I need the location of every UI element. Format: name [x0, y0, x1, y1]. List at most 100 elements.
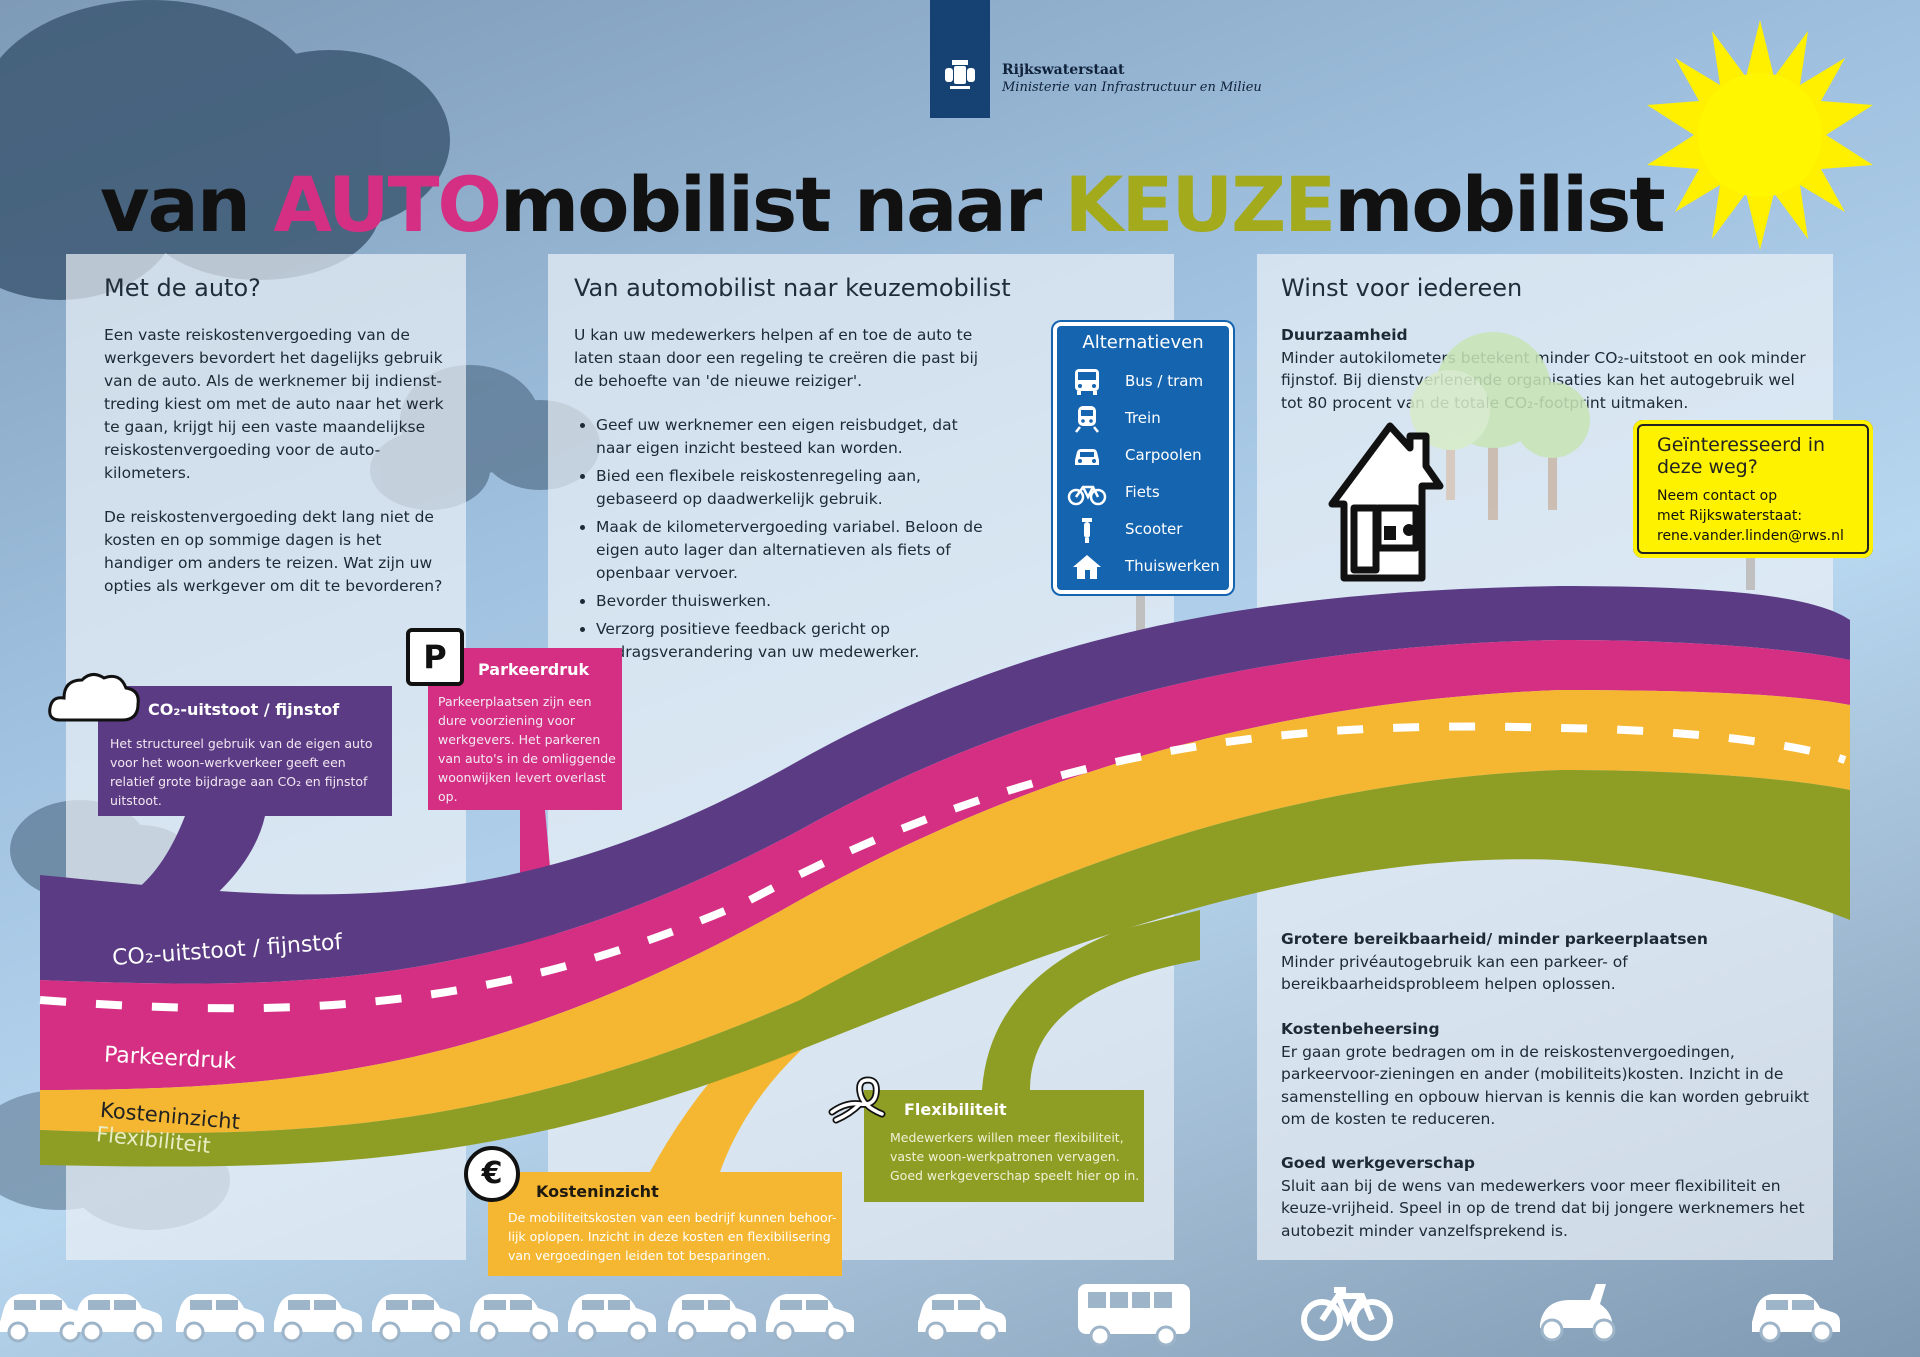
bullet-item: Maak de kilometervergoeding variabel. Be… [596, 516, 984, 585]
callout-flex-title: Flexibiliteit [904, 1100, 1007, 1119]
ribbon-icon [828, 1076, 886, 1124]
sun-icon [1647, 20, 1873, 250]
contact-sign: Geïnteresseerd in deze weg? Neem contact… [1633, 420, 1873, 558]
euro-icon: € [464, 1146, 520, 1202]
callout-flex-text: Medewerkers willen meer flexibiliteit, v… [890, 1130, 1140, 1183]
sign-item-thuiswerken: Thuiswerken [1067, 551, 1227, 583]
person-at-computer-icon [1384, 524, 1415, 540]
storm-cloud [0, 0, 450, 300]
alternatives-sign-title: Alternatieven [1082, 332, 1204, 353]
bullet-item: Geef uw werknemer een eigen reisbudget, … [596, 414, 984, 460]
car-icon [0, 1292, 90, 1343]
bicycle-icon [1067, 485, 1107, 506]
bullet-item: Verzorg positieve feedback gericht op ge… [596, 618, 984, 664]
main-title: van AUTOmobilist naar KEUZEmobilist [100, 160, 1666, 249]
title-part-keuze: KEUZE [1064, 160, 1337, 249]
sign-item-label: Fiets [1125, 483, 1160, 501]
car-icon [1750, 1292, 1842, 1343]
car-icon [174, 1292, 266, 1343]
parking-icon: P [406, 628, 464, 686]
callout-kosteninzicht: Kosteninzicht De mobiliteitskosten van e… [488, 1172, 842, 1276]
title-part-mobilist-naar: mobilist naar [500, 160, 1065, 249]
contact-lines: Neem contact op met Rijkswaterstaat: ren… [1657, 486, 1871, 546]
car-icon [566, 1292, 658, 1343]
contact-title: Geïnteresseerd in deze weg? [1657, 434, 1826, 478]
section-text: Sluit aan bij de wens van medewerkers vo… [1281, 1176, 1805, 1240]
car-icon [72, 1292, 164, 1343]
callout-co2-text: Het structureel gebruik van de eigen aut… [110, 736, 373, 808]
contact-email[interactable]: rene.vander.linden@rws.nl [1657, 528, 1844, 544]
sign-item-label: Thuiswerken [1125, 557, 1220, 575]
cloud-icon [48, 673, 140, 722]
section-heading: Grotere bereikbaarheid/ minder parkeerpl… [1281, 930, 1708, 948]
bus-icon [1078, 1284, 1190, 1347]
section-kostenbeheersing: Kostenbeheersing Er gaan grote bedragen … [1281, 1018, 1811, 1131]
car-icon [666, 1292, 758, 1343]
panel-left-paragraph-1: Een vaste reiskostenvergoeding van de we… [104, 326, 444, 482]
section-heading: Kostenbeheersing [1281, 1020, 1440, 1038]
sign-item-bus: Bus / tram [1067, 366, 1227, 398]
title-part-mobilist: mobilist [1334, 160, 1666, 249]
title-part-auto: AUTO [273, 160, 502, 249]
callout-co2: CO₂-uitstoot / fijnstof Het structureel … [98, 686, 392, 816]
car-icon [272, 1292, 364, 1343]
sign-item-label: Scooter [1125, 520, 1183, 538]
bullet-item: Bevorder thuiswerken. [596, 590, 984, 613]
organization-name: Rijkswaterstaat [1002, 62, 1125, 78]
road-band-purple [40, 586, 1850, 984]
callout-park-text: Parkeerplaatsen zijn een dure voorzienin… [438, 694, 616, 804]
alternatives-sign: Alternatieven Bus / tram Trein Carpoolen… [1053, 322, 1233, 594]
road-band-magenta [40, 640, 1850, 1090]
coat-of-arms-icon [945, 60, 975, 89]
section-heading: Goed werkgeverschap [1281, 1154, 1476, 1172]
car-icon [1075, 449, 1099, 465]
sign-item-scooter: Scooter [1067, 514, 1227, 546]
car-icon [468, 1292, 560, 1343]
callout-kost-title: Kosteninzicht [536, 1182, 659, 1201]
sign-item-train: Trein [1067, 403, 1227, 435]
callout-co2-title: CO₂-uitstoot / fijnstof [148, 700, 340, 719]
sign-item-label: Trein [1125, 409, 1161, 427]
section-text: Er gaan grote bedragen om in de reiskost… [1281, 1042, 1809, 1129]
panel-mid-body: U kan uw medewerkers helpen af en toe de… [574, 324, 984, 669]
panel-right-title: Winst voor iedereen [1281, 274, 1523, 302]
sign-item-carpool: Carpoolen [1067, 440, 1227, 472]
section-heading: Duurzaamheid [1281, 326, 1408, 344]
scooter-icon [1082, 518, 1092, 543]
section-text: Minder privéautogebruik kan een parkeer-… [1281, 952, 1628, 994]
panel-mid-title: Van automobilist naar keuzemobilist [574, 274, 1011, 302]
road-lane-marking-yellow [748, 722, 1847, 904]
logo-block [930, 0, 990, 118]
panel-mid-bullets: Geef uw werknemer een eigen reisbudget, … [574, 414, 984, 664]
road-band-green [40, 770, 1850, 1167]
car-icon [916, 1292, 1008, 1343]
panel-left-body: Een vaste reiskostenvergoeding van de we… [104, 324, 444, 619]
callout-kost-text: De mobiliteitskosten van een bedrijf kun… [508, 1210, 837, 1263]
panel-left-paragraph-2: De reiskostenvergoeding dekt lang niet d… [104, 508, 443, 595]
logo-text: Rijkswaterstaat Ministerie van Infrastru… [1002, 62, 1262, 95]
branch-flexibiliteit [982, 910, 1200, 1090]
callout-flexibiliteit: Flexibiliteit Medewerkers willen meer fl… [864, 1090, 1144, 1202]
sign-item-label: Bus / tram [1125, 372, 1204, 390]
sign-item-fiets: Fiets [1067, 477, 1227, 509]
scooter-icon [1540, 1284, 1616, 1342]
section-werkgeverschap: Goed werkgeverschap Sluit aan bij de wen… [1281, 1152, 1811, 1242]
contact-line-1: Neem contact op [1657, 488, 1778, 504]
bicycle-icon [1301, 1287, 1393, 1341]
branch-co2 [120, 816, 265, 900]
road-lane-marking-pink [39, 896, 752, 1013]
title-part-van: van [100, 160, 274, 249]
car-icon [370, 1292, 462, 1343]
train-icon [1075, 406, 1099, 433]
section-bereikbaarheid: Grotere bereikbaarheid/ minder parkeerpl… [1281, 928, 1811, 996]
panel-left-title: Met de auto? [104, 274, 261, 302]
tree-icon [1410, 332, 1590, 520]
car-icon [764, 1292, 856, 1343]
contact-line-2: met Rijkswaterstaat: [1657, 508, 1803, 524]
panel-mid-intro: U kan uw medewerkers helpen af en toe de… [574, 326, 979, 390]
sign-post [1136, 556, 1755, 635]
